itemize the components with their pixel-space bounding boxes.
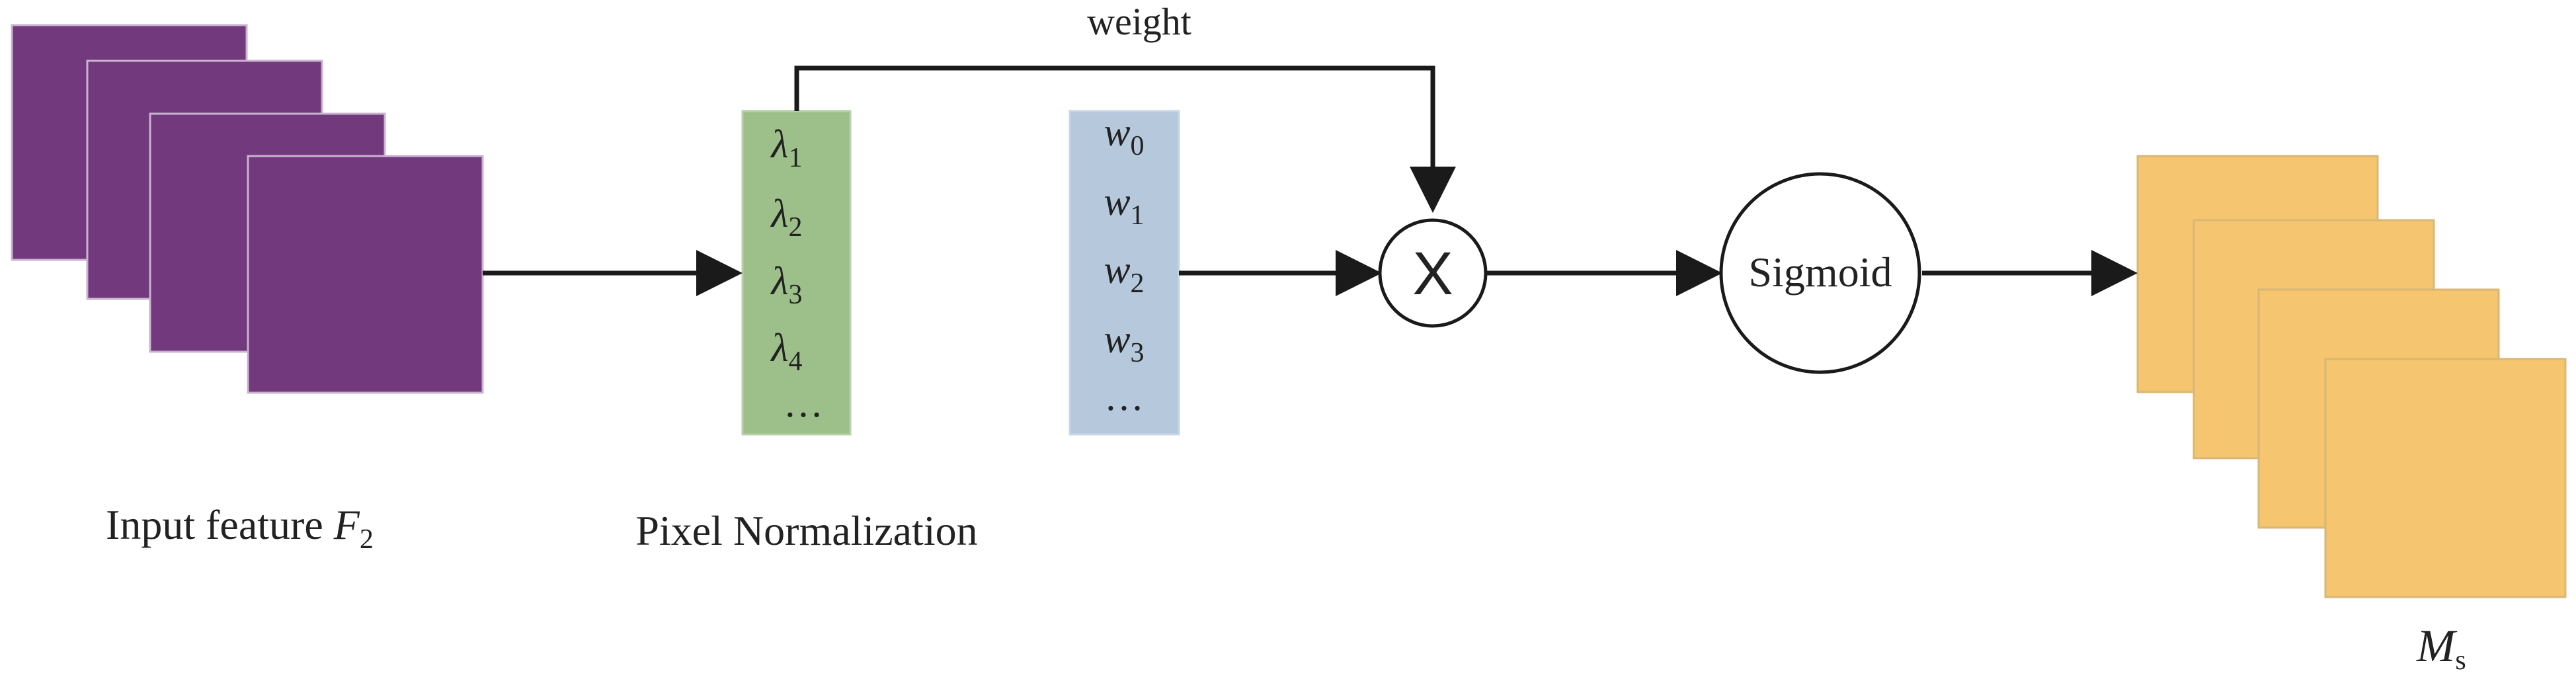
lambda-item-4: λ4 <box>770 326 803 377</box>
weight-item-2: w2 <box>1104 248 1144 299</box>
output-feature-map-4 <box>2324 358 2567 598</box>
input-feature-map-4 <box>247 155 484 394</box>
input-feature-stack <box>11 24 484 394</box>
sigmoid-label: Sigmoid <box>1749 249 1892 296</box>
lambda-column <box>741 110 852 436</box>
connectors <box>483 65 2138 296</box>
weight-label: weight <box>1087 0 1191 43</box>
weight-item-1: w1 <box>1104 180 1144 231</box>
weight-ellipsis: … <box>1104 375 1144 419</box>
multiply-symbol: X <box>1412 240 1453 307</box>
norm-caption: Pixel Normalization <box>635 507 977 554</box>
weight-item-0: w0 <box>1104 110 1144 161</box>
input-caption: Input feature F2 <box>106 501 374 555</box>
multiply-node: X <box>1378 218 1488 328</box>
output-caption: Ms <box>2416 621 2466 676</box>
lambda-item-3: λ3 <box>770 259 803 310</box>
lambda-items: λ1 λ2 λ3 λ4 … <box>770 122 824 425</box>
weight-column <box>1068 110 1180 436</box>
sigmoid-circle <box>1719 172 1921 374</box>
output-feature-stack <box>2136 155 2567 598</box>
arrow-weight-path <box>794 65 1456 213</box>
lambda-item-2: λ2 <box>770 192 803 243</box>
sigmoid-node: Sigmoid <box>1719 172 1921 374</box>
multiply-circle <box>1378 218 1488 328</box>
lambda-ellipsis: … <box>784 381 823 425</box>
weight-items: w0 w1 w2 w3 … <box>1104 110 1144 419</box>
lambda-item-1: λ1 <box>770 122 803 173</box>
weight-item-3: w3 <box>1104 317 1144 368</box>
